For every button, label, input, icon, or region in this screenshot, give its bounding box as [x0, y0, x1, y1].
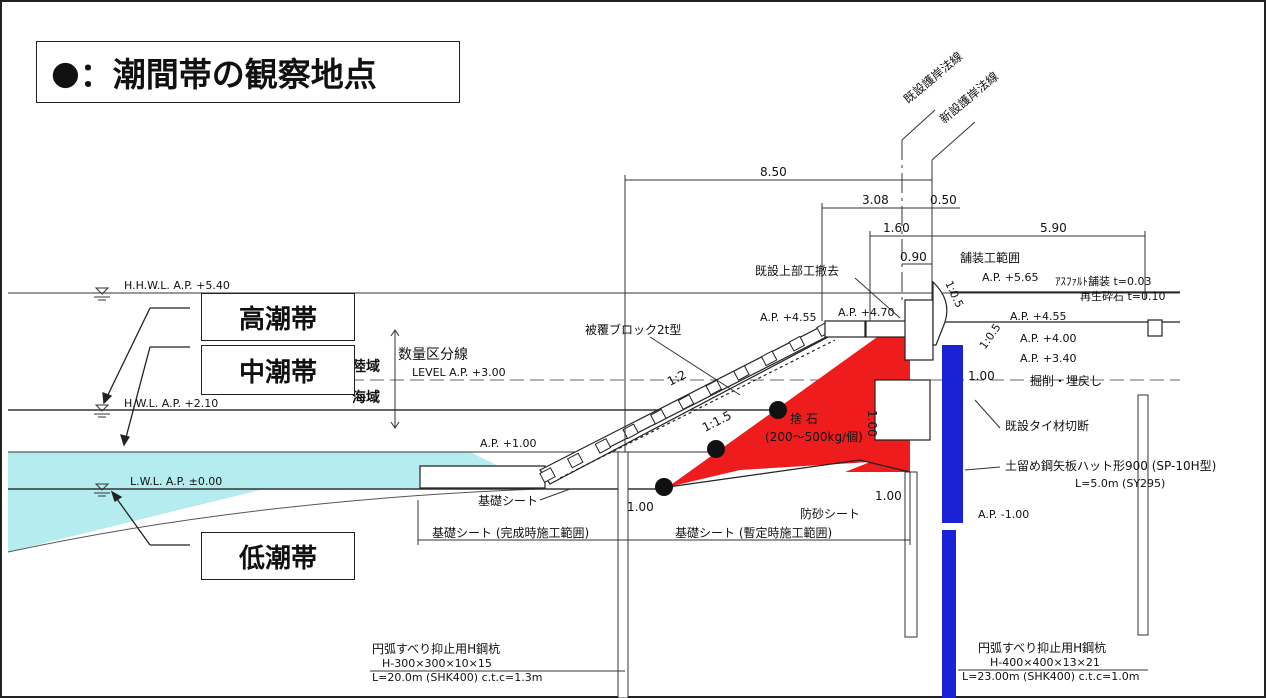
gravel-label: 再生砕石 t=0.10 — [1080, 289, 1166, 303]
sand-sheet-line — [667, 459, 911, 488]
right-pile-length: L=23.00m (SHK400) c.t.c=1.0m — [962, 670, 1139, 683]
sheet-pile-length-label: L=5.0m (SY295) — [1075, 477, 1165, 490]
h-steel-pile-right — [942, 530, 956, 698]
dim-590: 5.90 — [1040, 221, 1067, 235]
new-revetment-label: 新設護岸法線 — [936, 69, 1001, 127]
armor-block — [760, 350, 778, 367]
dim-160: 1.60 — [883, 221, 910, 235]
armor-block — [788, 335, 806, 352]
dim-100-b: 1.00 — [875, 489, 902, 503]
leader-lines — [539, 277, 1001, 501]
observation-point — [655, 478, 673, 496]
high-tide-zone-box: 高潮帯 — [201, 293, 355, 341]
existing-revetment-label: 既設護岸法線 — [900, 49, 965, 107]
division-arrow-up — [390, 329, 400, 337]
legend-label: ：潮間帯の観察地点 — [79, 55, 377, 94]
mid-tide-zone-label: 中潮帯 — [238, 357, 317, 388]
ap470-label: A.P. +4.70 — [838, 306, 894, 319]
left-pile-title: 円弧すべり抑止用H鋼杭 — [372, 641, 500, 656]
slope-115-label: 1:1.5 — [700, 408, 734, 434]
armor-block — [650, 408, 667, 425]
dim-308: 3.08 — [862, 193, 889, 207]
low-tide-zone-label: 低潮帯 — [238, 543, 317, 574]
observation-point — [769, 401, 787, 419]
existing-crown-removal-label: 既設上部工撤去 — [755, 263, 839, 278]
ap455-left-label: A.P. +4.55 — [760, 311, 816, 324]
existing-revetment-leader — [901, 109, 936, 141]
armor-block — [733, 365, 750, 381]
water-level-markers — [94, 287, 110, 497]
tie-rod-anchor — [1137, 394, 1149, 636]
sheet-pile — [942, 345, 963, 523]
division-arrow-down — [390, 421, 400, 429]
hhwl-label: H.W.L. A.P. +2.10 — [124, 397, 218, 410]
sheet-complete-label: 基礎シート (完成時施工範囲) — [432, 525, 589, 540]
excavation-label: 掘削・埋戻し — [1030, 373, 1102, 388]
ap-minus100-label: A.P. -1.00 — [978, 508, 1029, 521]
ap565-label: A.P. +5.65 — [982, 271, 1038, 284]
riprap-weight-label: (200～500kg/個) — [765, 430, 863, 444]
riprap-label: 捨 石 — [790, 411, 818, 426]
dim-090: 0.90 — [900, 250, 927, 264]
h-steel-pile-mid — [904, 471, 918, 638]
crown-structure — [824, 280, 1180, 441]
sheet-pile-label: 土留め鋼矢板ハット形900 (SP-10H型) — [1005, 459, 1216, 473]
dim-total: 8.50 — [760, 165, 787, 179]
legend-box: ● ：潮間帯の観察地点 — [36, 41, 460, 103]
ap340-label: A.P. +3.40 — [1020, 352, 1076, 365]
asphalt-label: ｱｽﾌｧﾙﾄ舗装 t=0.03 — [1055, 274, 1152, 288]
sea-water-area — [8, 452, 545, 552]
riprap-mound — [668, 335, 910, 487]
high-tide-zone-label: 高潮帯 — [238, 304, 317, 335]
new-revetment-leader — [931, 121, 976, 161]
armor-block-slope — [419, 321, 911, 489]
observation-point-marker: ● — [51, 52, 80, 92]
dim-100-a: 1.00 — [968, 369, 995, 383]
lwl-label: L.W.L. A.P. ±0.00 — [130, 475, 222, 488]
armor-block — [566, 452, 584, 469]
left-pile-length: L=20.0m (SHK400) c.t.c=1.3m — [372, 671, 542, 684]
slope-12-label: 1:2 — [665, 367, 689, 388]
seabed-line — [7, 488, 541, 553]
dim-100-vertical: 1.00 — [865, 410, 879, 437]
sea-area-label: 海域 — [352, 389, 380, 406]
paving-range-label: 舗装工範囲 — [960, 250, 1020, 265]
ap455-right-label: A.P. +4.55 — [1010, 310, 1066, 323]
slope-105-b-label: 1:0.5 — [977, 321, 1004, 352]
dim-100-c: 1.00 — [627, 500, 654, 514]
armor-block — [677, 394, 695, 411]
left-pile-spec: H-300×300×10×15 — [382, 657, 492, 670]
sheet-temp-label: 基礎シート (暫定時施工範囲) — [675, 525, 832, 540]
armor-block — [594, 438, 612, 454]
dim-050: 0.50 — [930, 193, 957, 207]
hwl-label: H.H.W.L. A.P. +5.40 — [124, 279, 230, 292]
observation-points — [655, 401, 787, 496]
division-title: 数量区分線 — [398, 347, 468, 363]
cover-block-label: 被覆ブロック2t型 — [585, 322, 681, 337]
foundation-sheet-label: 基礎シート — [478, 494, 538, 508]
tie-cut-label: 既設タイ材切断 — [1005, 418, 1089, 433]
armor-block — [539, 467, 556, 484]
land-area-label: 陸域 — [352, 358, 380, 375]
h-steel-pile-left — [617, 451, 629, 698]
dimension-lines — [417, 175, 1146, 545]
sand-sheet-label: 防砂シート — [800, 506, 860, 521]
ap100-label: A.P. +1.00 — [480, 437, 536, 450]
ap400-label: A.P. +4.00 — [1020, 332, 1076, 345]
mid-tide-zone-box: 中潮帯 — [201, 345, 355, 395]
armor-block — [705, 379, 723, 396]
zone-pointer-arrows — [102, 307, 190, 546]
right-pile-spec: H-400×400×13×21 — [990, 656, 1100, 669]
right-pile-title: 円弧すべり抑止用H鋼杭 — [978, 640, 1106, 655]
division-level: LEVEL A.P. +3.00 — [412, 366, 506, 379]
low-tide-zone-box: 低潮帯 — [201, 532, 355, 580]
observation-point — [707, 440, 725, 458]
